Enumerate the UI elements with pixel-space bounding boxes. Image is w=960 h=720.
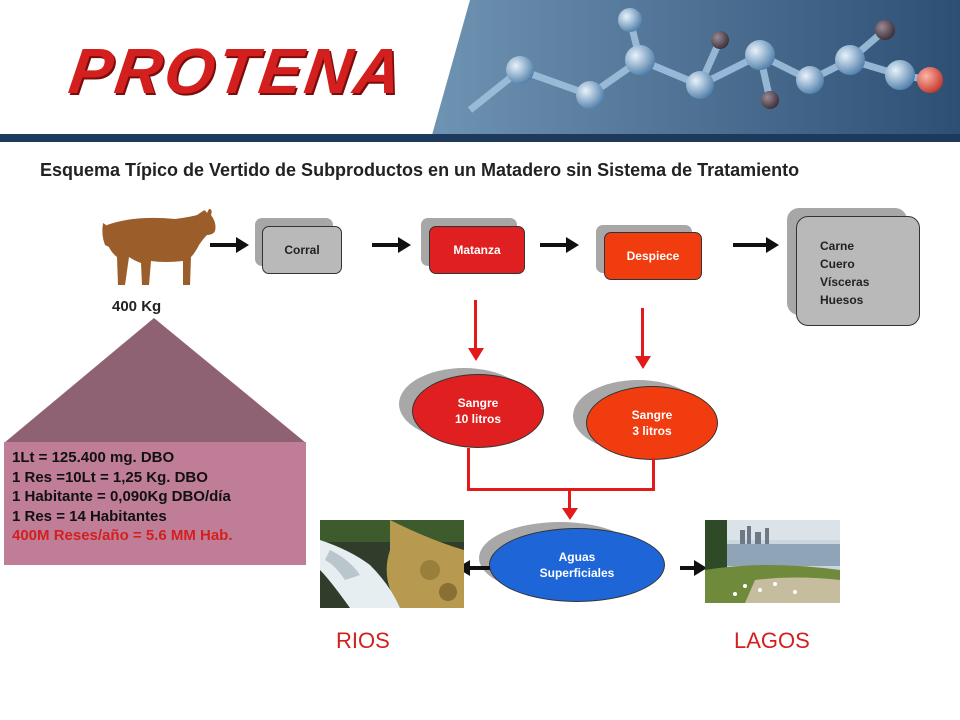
cow-icon xyxy=(102,209,216,285)
bod-info-box: 1Lt = 125.400 mg. DBO 1 Res =10Lt = 1,25… xyxy=(4,442,306,565)
blood-3l-ellipse: Sangre 3 litros xyxy=(586,386,718,460)
water-label: Superficiales xyxy=(539,566,615,580)
product-item: Vísceras xyxy=(820,275,870,289)
flow-arrow xyxy=(680,566,694,570)
blood-volume: 10 litros xyxy=(454,412,502,426)
arrow-head xyxy=(766,237,779,253)
lake-photo xyxy=(705,520,840,603)
info-line: 1 Res = 14 Habitantes xyxy=(12,507,167,525)
blood-arrow-right xyxy=(641,308,644,358)
weight-label: 400 Kg xyxy=(112,298,162,315)
arrow-head xyxy=(236,237,249,253)
product-item: Huesos xyxy=(820,293,864,307)
blood-10l-ellipse: Sangre 10 litros xyxy=(412,374,544,448)
flow-arrow xyxy=(210,243,236,247)
diagram-title: Esquema Típico de Vertido de Subproducto… xyxy=(40,160,800,180)
lagos-label: LAGOS xyxy=(734,628,810,653)
matanza-box: Matanza xyxy=(429,226,525,274)
triangle-pointer xyxy=(4,318,306,443)
blood-label: Sangre xyxy=(457,395,499,410)
arrow-head xyxy=(468,348,484,361)
products-box: Carne Cuero Vísceras Huesos xyxy=(796,216,920,326)
product-item: Carne xyxy=(820,239,855,253)
info-highlight: 400M Reses/año = 5.6 MM Hab. xyxy=(12,527,233,544)
flow-arrow xyxy=(733,243,766,247)
flow-arrow xyxy=(372,243,398,247)
connector-line xyxy=(467,488,655,491)
river-photo xyxy=(320,520,464,608)
arrow-head xyxy=(566,237,579,253)
connector-line xyxy=(652,458,655,490)
rios-label: RIOS xyxy=(336,628,390,653)
info-line: 1 Habitante = 0,090Kg DBO/día xyxy=(12,488,231,505)
arrow-head xyxy=(694,560,707,576)
arrow-head xyxy=(398,237,411,253)
despiece-box: Despiece xyxy=(604,232,702,280)
corral-label: Corral xyxy=(284,243,320,257)
connector-line xyxy=(568,488,571,512)
arrow-head xyxy=(562,508,578,520)
connector-line xyxy=(467,448,470,490)
product-item: Cuero xyxy=(820,257,855,271)
flow-arrow xyxy=(470,566,490,570)
corral-box: Corral xyxy=(262,226,342,274)
info-line: 1 Res =10Lt = 1,25 Kg. DBO xyxy=(12,468,208,486)
header-banner: PROTENA xyxy=(0,0,960,142)
flow-arrow xyxy=(540,243,566,247)
blood-arrow-left xyxy=(474,300,477,350)
blood-label: Sangre xyxy=(631,407,673,422)
despiece-label: Despiece xyxy=(626,249,680,263)
molecule-banner-image xyxy=(0,0,960,142)
info-line: 1Lt = 125.400 mg. DBO xyxy=(12,449,175,466)
blood-volume: 3 litros xyxy=(632,424,672,438)
protena-logo: PROTENA xyxy=(64,35,409,107)
water-label: Aguas xyxy=(558,549,596,564)
matanza-label: Matanza xyxy=(453,243,501,257)
arrow-head xyxy=(635,356,651,369)
